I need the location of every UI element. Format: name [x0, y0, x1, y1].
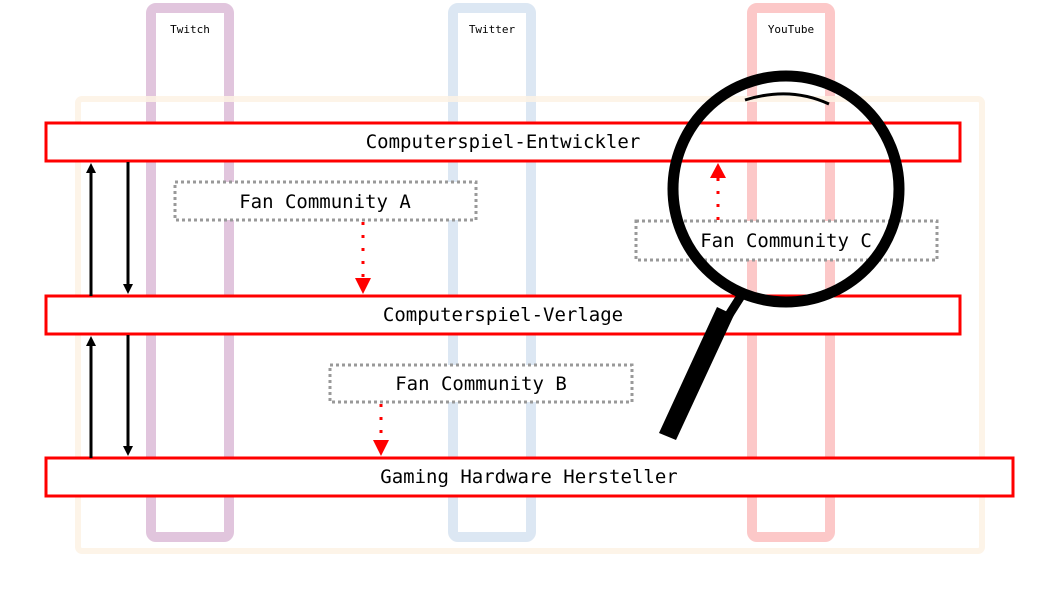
fan-community-b-label: Fan Community B — [395, 373, 567, 395]
fan-community-a-label: Fan Community A — [239, 191, 411, 213]
lane-twitch: Twitch — [146, 3, 234, 542]
flow-arrows — [86, 162, 133, 458]
entity-publisher-label: Computerspiel-Verlage — [383, 304, 623, 326]
magnifying-glass-icon — [659, 70, 905, 440]
fan-community-c-label: Fan Community C — [700, 230, 872, 252]
entity-hardware-label: Gaming Hardware Hersteller — [380, 466, 677, 488]
entity-publisher: Computerspiel-Verlage — [44, 294, 962, 336]
arrow-fan-a-to-publisher — [355, 222, 371, 294]
arrow-fan-c-to-developer — [710, 163, 726, 220]
lane-title-youtube: YouTube — [768, 23, 814, 36]
lane-title-twitch: Twitch — [170, 23, 210, 36]
entity-hardware: Gaming Hardware Hersteller — [44, 456, 1015, 498]
lane-title-twitter: Twitter — [469, 23, 516, 36]
arrow-fan-b-to-hardware — [373, 404, 389, 456]
entity-developer: Computerspiel-Entwickler — [44, 121, 962, 163]
lane-youtube: YouTube — [747, 3, 835, 542]
entity-developer-label: Computerspiel-Entwickler — [366, 131, 641, 153]
fan-community-a: Fan Community A — [173, 180, 478, 222]
fan-community-b: Fan Community B — [328, 363, 634, 404]
lane-twitter: Twitter — [448, 3, 536, 542]
influence-arrows — [355, 163, 726, 456]
